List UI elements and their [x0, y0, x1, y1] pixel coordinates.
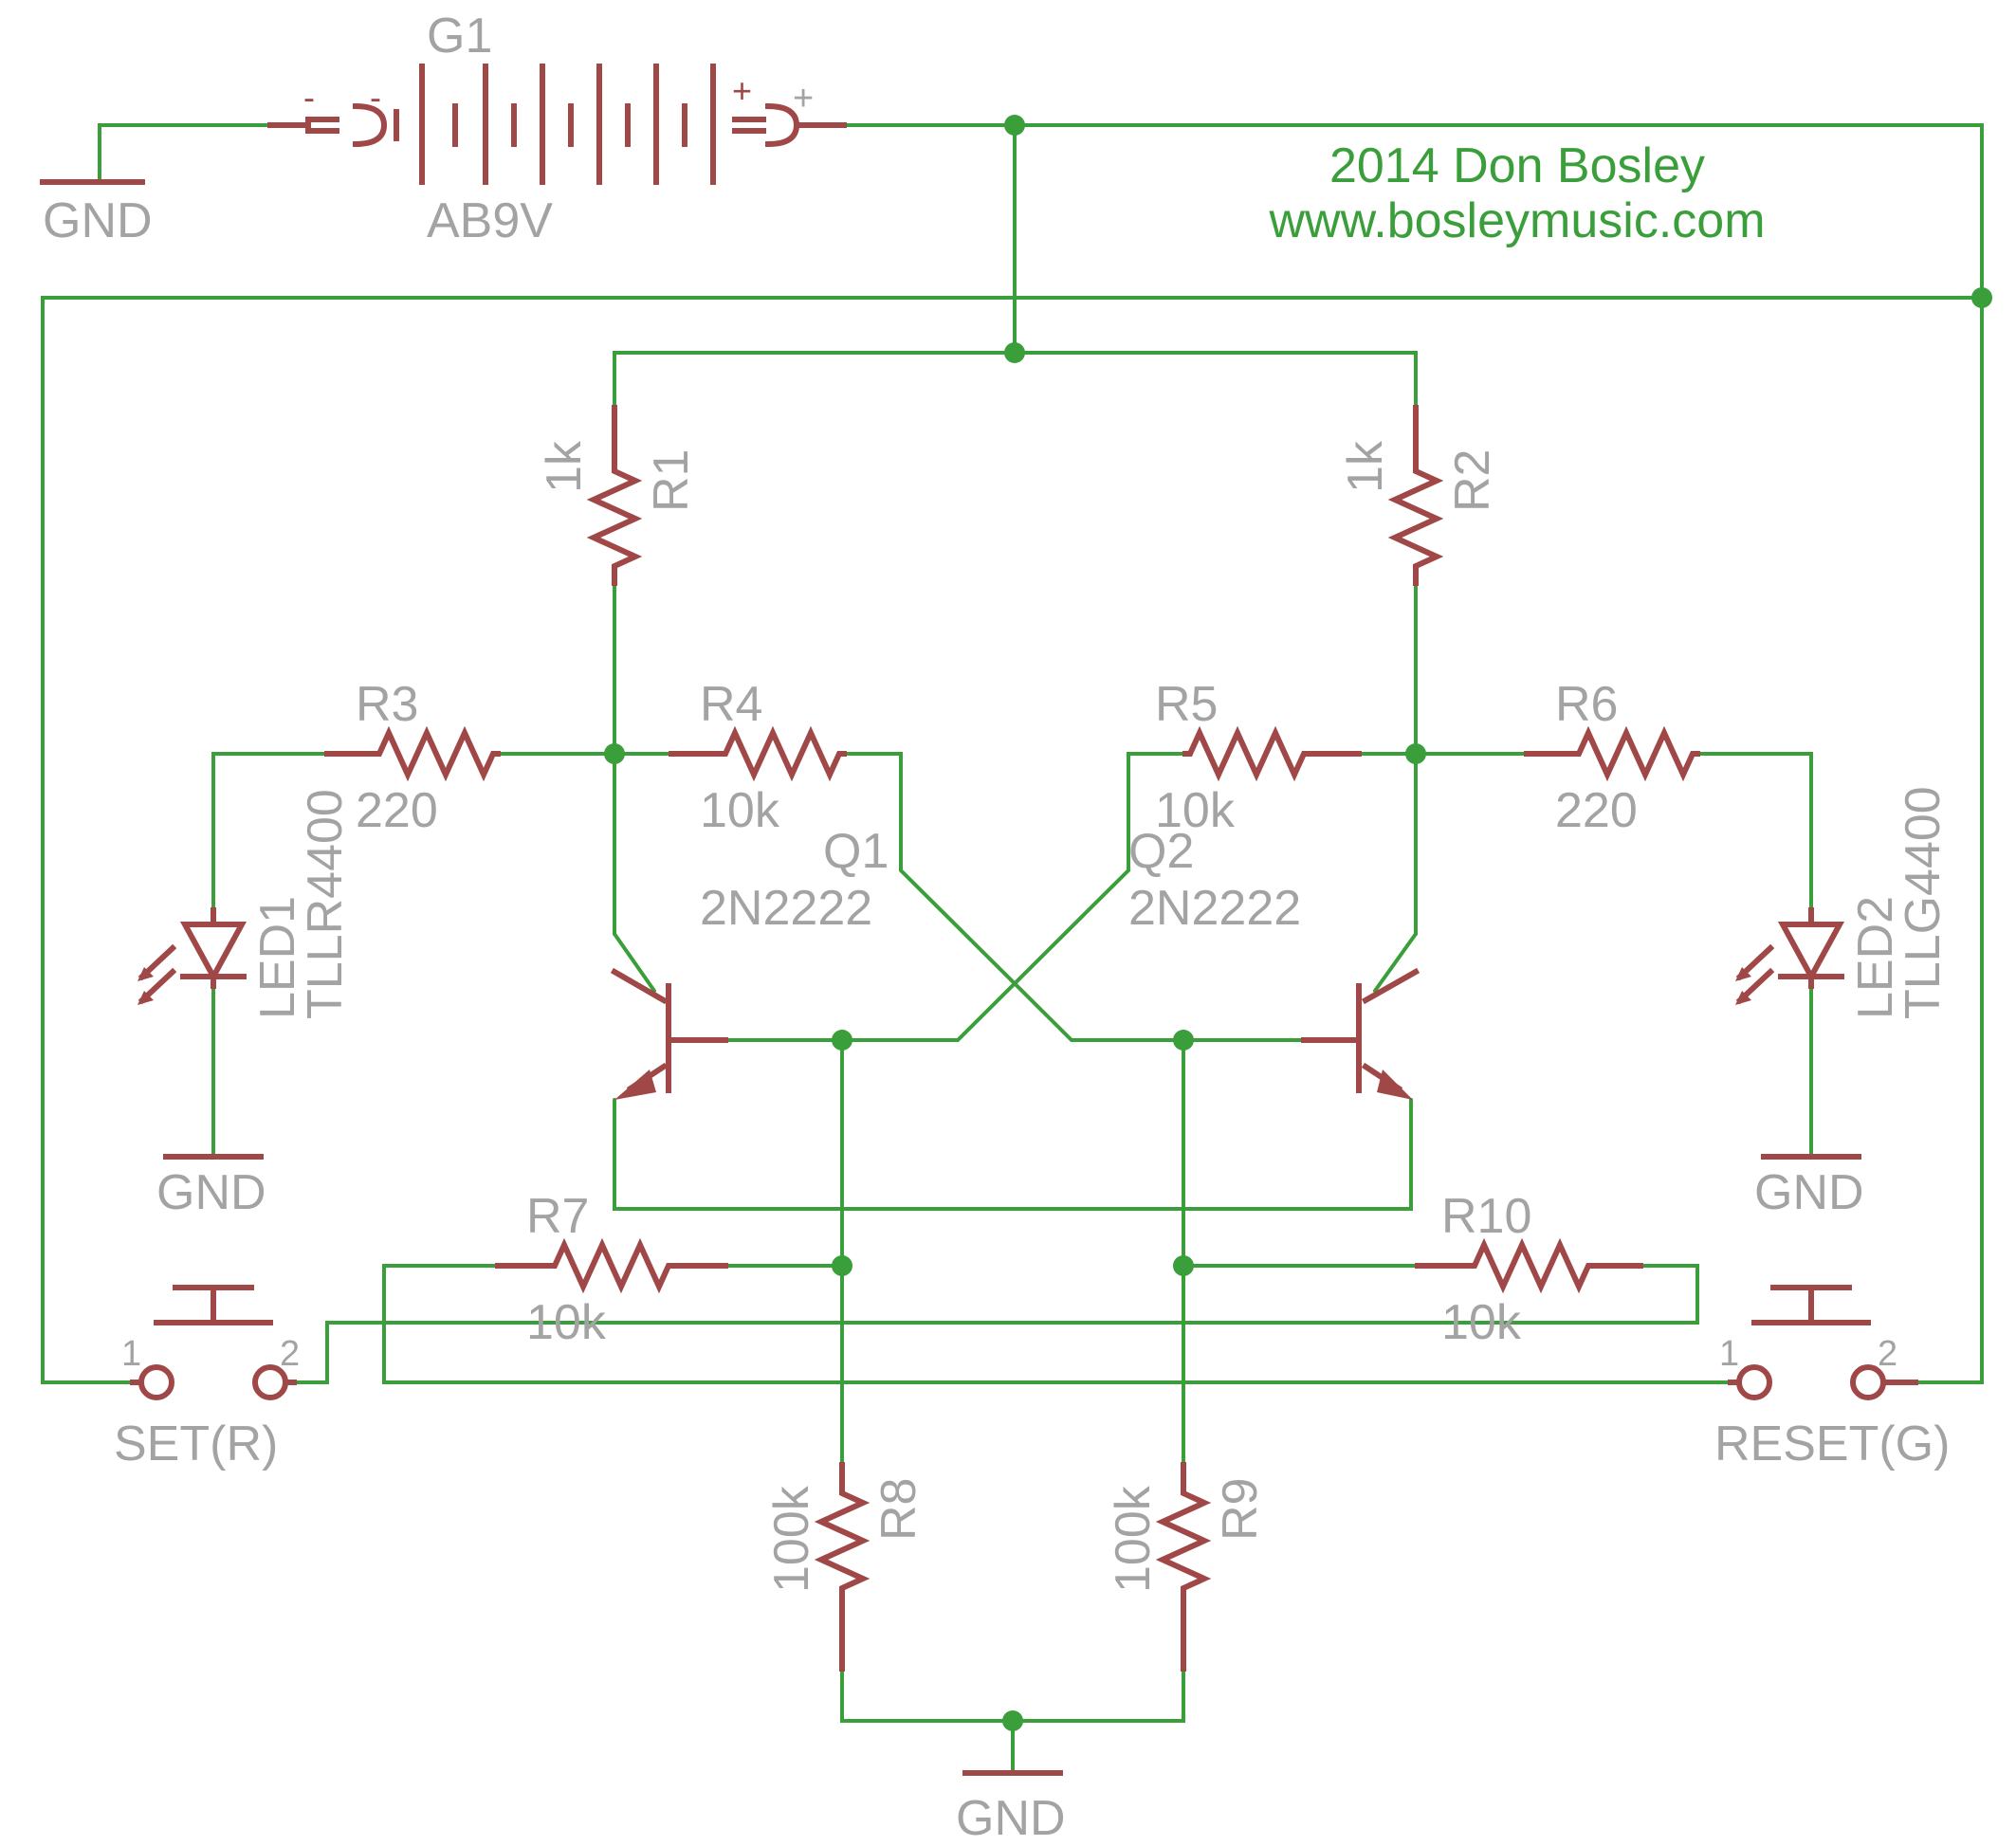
credit-website: www.bosleymusic.com — [1268, 193, 1765, 248]
transistor-q1: Q1 2N2222 — [610, 824, 889, 1100]
battery-plus: + — [732, 71, 752, 110]
resistor-r2-value: 1k — [1338, 440, 1393, 493]
led-led1-name: LED1 — [250, 896, 305, 1019]
transistor-q1-value: 2N2222 — [700, 881, 872, 936]
resistor-r7-value: 10k — [526, 1295, 607, 1350]
wires — [41, 123, 1984, 1775]
junction — [604, 743, 625, 764]
junction — [1173, 1255, 1194, 1276]
switch-set-pin1: 1 — [121, 1334, 141, 1374]
led-led1-value: TLLR4400 — [298, 789, 353, 1019]
resistor-r1: 1k R1 — [537, 405, 699, 586]
resistor-r5: R5 10k — [1155, 677, 1362, 838]
switch-reset-pin1: 1 — [1719, 1334, 1739, 1374]
resistor-r10: R10 10k — [1415, 1189, 1643, 1350]
ground-label: GND — [1754, 1165, 1864, 1220]
switch-reset: 1 2 RESET(G) — [1714, 1285, 1950, 1471]
ground-label: GND — [43, 193, 153, 248]
resistor-r9-name: R9 — [1213, 1478, 1268, 1541]
resistor-r6: R6 220 — [1524, 677, 1700, 838]
resistor-r3: R3 220 — [324, 677, 501, 838]
transistor-q2: Q2 2N2222 — [1128, 824, 1420, 1100]
led-led2-name: LED2 — [1848, 896, 1903, 1019]
junction — [1002, 1710, 1023, 1731]
led-led1: LED1 TLLR4400 — [137, 789, 353, 1019]
resistor-r10-value: 10k — [1441, 1295, 1522, 1350]
battery-g1: - - + + G1 AB9V — [267, 9, 847, 248]
junction — [832, 1030, 852, 1051]
transistor-q2-value: 2N2222 — [1128, 881, 1301, 936]
battery-value: AB9V — [427, 193, 553, 248]
resistor-r9: 100k R9 — [1106, 1462, 1268, 1672]
resistor-r1-name: R1 — [644, 449, 699, 512]
resistor-r5-value: 10k — [1155, 783, 1236, 838]
ground-label: GND — [156, 1165, 266, 1220]
junction — [1173, 1030, 1194, 1051]
battery-minus: - — [303, 78, 315, 117]
ground-symbol: GND — [40, 179, 153, 248]
resistor-r1-value: 1k — [537, 440, 592, 493]
led-led2-value: TLLG4400 — [1896, 786, 1951, 1019]
resistor-r7: R7 10k — [495, 1189, 728, 1350]
resistor-r4: R4 10k — [669, 677, 847, 838]
resistor-r3-value: 220 — [356, 783, 438, 838]
battery-name: G1 — [427, 9, 492, 64]
transistor-q2-name: Q2 — [1128, 824, 1194, 879]
transistor-q1-name: Q1 — [823, 824, 889, 879]
resistor-r6-value: 220 — [1555, 783, 1638, 838]
switch-set: 1 2 SET(R) — [114, 1285, 300, 1471]
resistor-r4-value: 10k — [700, 783, 780, 838]
resistor-r2-name: R2 — [1445, 449, 1500, 512]
resistor-r9-value: 100k — [1106, 1485, 1161, 1593]
resistor-r6-name: R6 — [1555, 677, 1618, 732]
junction — [1405, 743, 1426, 764]
junction — [1004, 115, 1025, 136]
resistor-r8-name: R8 — [871, 1478, 926, 1541]
junction — [832, 1255, 852, 1276]
switch-reset-label: RESET(G) — [1714, 1416, 1950, 1471]
resistor-r5-name: R5 — [1155, 677, 1218, 732]
resistor-r7-name: R7 — [526, 1189, 589, 1244]
ground-symbol: GND — [956, 1770, 1066, 1846]
battery-plus: + — [793, 79, 814, 119]
switch-set-pin2: 2 — [280, 1334, 300, 1374]
junction — [1004, 342, 1025, 363]
junctions — [604, 115, 1992, 1731]
resistor-r2: 1k R2 — [1338, 405, 1500, 586]
resistor-r10-name: R10 — [1441, 1189, 1531, 1244]
battery-minus: - — [370, 78, 381, 117]
credit-author: 2014 Don Bosley — [1329, 138, 1705, 193]
ground-label: GND — [956, 1791, 1066, 1846]
switch-reset-pin2: 2 — [1878, 1334, 1897, 1374]
led-led2: LED2 TLLG4400 — [1735, 786, 1951, 1019]
resistor-r8: 100k R8 — [764, 1462, 926, 1672]
junction — [1971, 287, 1992, 308]
resistor-r3-name: R3 — [356, 677, 418, 732]
resistor-r4-name: R4 — [700, 677, 762, 732]
resistor-r8-value: 100k — [764, 1485, 819, 1593]
ground-symbol: GND — [1754, 1154, 1864, 1220]
switch-set-label: SET(R) — [114, 1416, 278, 1471]
ground-symbol: GND — [156, 1154, 266, 1220]
